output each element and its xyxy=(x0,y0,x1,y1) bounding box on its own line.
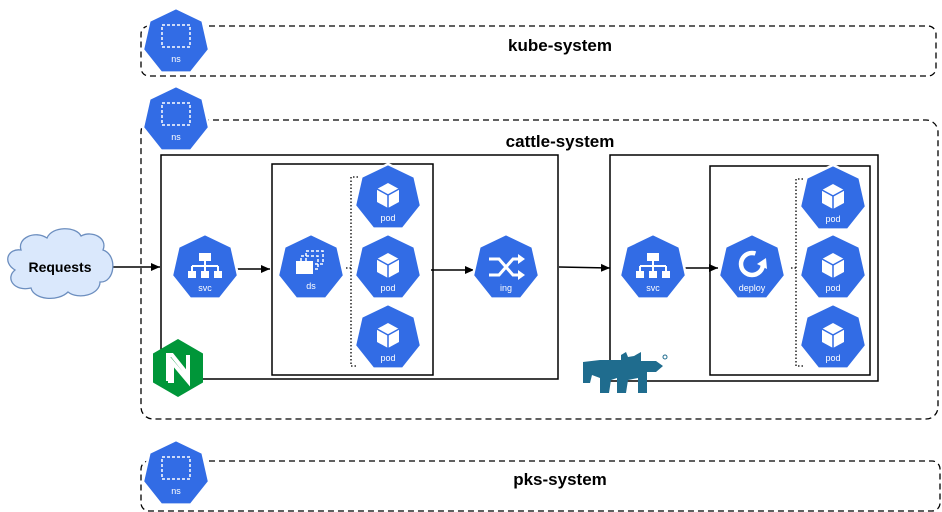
service-label: svc xyxy=(198,283,212,293)
pod-label: pod xyxy=(825,214,840,224)
pod-label: pod xyxy=(825,353,840,363)
namespace-title: cattle-system xyxy=(506,132,615,151)
pod-icon: pod xyxy=(798,163,868,231)
deployment-label: deploy xyxy=(739,283,766,293)
service-label: svc xyxy=(646,283,660,293)
nginx-ingress-group xyxy=(160,154,559,380)
pod-icon: pod xyxy=(353,162,423,230)
namespace-kube-system: kube-system ns xyxy=(140,6,937,77)
pod-label: pod xyxy=(380,283,395,293)
requests-label: Requests xyxy=(28,259,91,275)
daemonset-label: ds xyxy=(306,281,316,291)
namespace-icon-label: ns xyxy=(171,486,181,496)
namespace-title: pks-system xyxy=(513,470,607,489)
namespace-icon: ns xyxy=(141,6,211,74)
namespace-icon: ns xyxy=(141,438,211,506)
pod-icon: pod xyxy=(798,302,868,370)
daemonset-icon: ds xyxy=(276,232,346,300)
nginx-logo xyxy=(153,339,203,397)
namespace-pks-system: pks-system ns xyxy=(140,438,941,512)
namespace-boundary xyxy=(140,460,941,512)
pod-label: pod xyxy=(825,283,840,293)
deployment-icon: deploy xyxy=(717,232,787,300)
rancher-logo xyxy=(583,352,668,393)
namespace-icon: ns xyxy=(141,84,211,152)
ingress-label: ing xyxy=(500,283,512,293)
service-icon: svc xyxy=(618,232,688,300)
cloud-shape xyxy=(7,228,114,299)
pod-icon: pod xyxy=(353,232,423,300)
ingress-icon: ing xyxy=(471,232,541,300)
namespace-title: kube-system xyxy=(508,36,612,55)
requests-cloud: Requests xyxy=(7,228,114,299)
pod-icon: pod xyxy=(798,232,868,300)
namespace-boundary xyxy=(140,119,939,420)
namespace-icon-label: ns xyxy=(171,54,181,64)
namespace-cattle-system: cattle-system ns svc xyxy=(110,84,939,420)
pod-bracket xyxy=(350,176,358,367)
service-icon: svc xyxy=(170,232,240,300)
namespace-icon-label: ns xyxy=(171,132,181,142)
arrow-ing-to-rancher xyxy=(558,263,611,272)
pod-label: pod xyxy=(380,353,395,363)
pod-label: pod xyxy=(380,213,395,223)
pod-icon: pod xyxy=(353,302,423,370)
pod-bracket xyxy=(795,178,803,367)
